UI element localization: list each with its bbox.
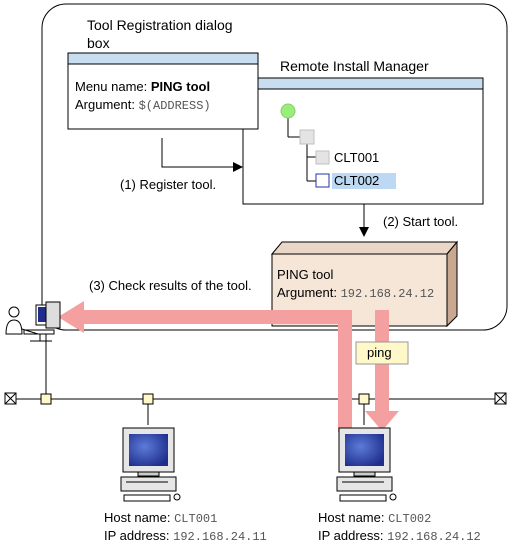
register-arrow bbox=[161, 138, 243, 172]
start-tool-arrow bbox=[359, 204, 369, 237]
dialog-title-line2: box bbox=[87, 35, 110, 51]
tree-item-clt002[interactable]: CLT002 bbox=[334, 173, 380, 188]
ping-box-arg-value: 192.168.24.12 bbox=[340, 287, 435, 301]
ping-tool-box bbox=[270, 240, 459, 328]
tree-item-clt002-selection[interactable] bbox=[332, 173, 396, 189]
ping-arrow bbox=[365, 310, 399, 431]
ip-address-label: IP address: bbox=[318, 528, 388, 543]
dialog-title-line1: Tool Registration dialog bbox=[87, 17, 233, 33]
tree-item-clt001-icon[interactable] bbox=[315, 150, 330, 165]
menu-name-value: PING tool bbox=[150, 79, 211, 94]
ping-label: ping bbox=[367, 345, 392, 360]
folder-node-icon[interactable] bbox=[299, 129, 315, 145]
network-terminator-icon bbox=[494, 392, 507, 405]
host-clt001-name: Host name: CLT001 bbox=[104, 510, 217, 526]
check-results-arrow bbox=[58, 301, 352, 432]
tree-item-clt002-icon[interactable] bbox=[315, 173, 330, 188]
network-node-icon bbox=[358, 393, 370, 405]
host-clt002-name: Host name: CLT002 bbox=[318, 510, 431, 526]
tree-lines bbox=[287, 118, 316, 182]
host-name-value: CLT001 bbox=[174, 512, 218, 526]
step-check-label: (3) Check results of the tool. bbox=[89, 278, 252, 293]
host-name-label: Host name: bbox=[104, 510, 175, 525]
ping-box-arg-label: Argument: bbox=[277, 285, 341, 300]
ping-box-argument: Argument: 192.168.24.12 bbox=[277, 285, 434, 301]
computer-icon bbox=[120, 427, 181, 502]
step-start-label: (2) Start tool. bbox=[383, 214, 459, 229]
network-line bbox=[10, 330, 500, 425]
ip-address-label: IP address: bbox=[104, 528, 174, 543]
tool-registration-dialog bbox=[67, 52, 259, 130]
tree-item-clt001[interactable]: CLT001 bbox=[334, 150, 380, 165]
argument-label: Argument: bbox=[75, 97, 139, 112]
admin-user-icon bbox=[5, 301, 61, 342]
host-name-value: CLT002 bbox=[388, 512, 432, 526]
ip-address-value: 192.168.24.11 bbox=[173, 530, 267, 544]
host-name-label: Host name: bbox=[318, 510, 389, 525]
dialog-argument: Argument: $(ADDRESS) bbox=[75, 97, 211, 113]
ip-address-value: 192.168.24.12 bbox=[387, 530, 481, 544]
network-node-icon bbox=[142, 393, 154, 405]
network-node-icon bbox=[40, 393, 52, 405]
host-clt002-ip: IP address: 192.168.24.12 bbox=[318, 528, 481, 544]
step-register-label: (1) Register tool. bbox=[120, 177, 217, 192]
computer-icon bbox=[336, 427, 397, 502]
manager-title: Remote Install Manager bbox=[280, 58, 429, 74]
ping-label-box bbox=[355, 341, 409, 365]
host-clt001-ip: IP address: 192.168.24.11 bbox=[104, 528, 267, 544]
ping-box-title: PING tool bbox=[277, 267, 334, 282]
network-terminator-icon bbox=[4, 392, 17, 405]
dialog-menu-name: Menu name: PING tool bbox=[75, 79, 210, 94]
menu-name-label: Menu name: bbox=[75, 79, 151, 94]
green-root-node-icon[interactable] bbox=[280, 103, 296, 119]
argument-value: $(ADDRESS) bbox=[138, 99, 211, 113]
